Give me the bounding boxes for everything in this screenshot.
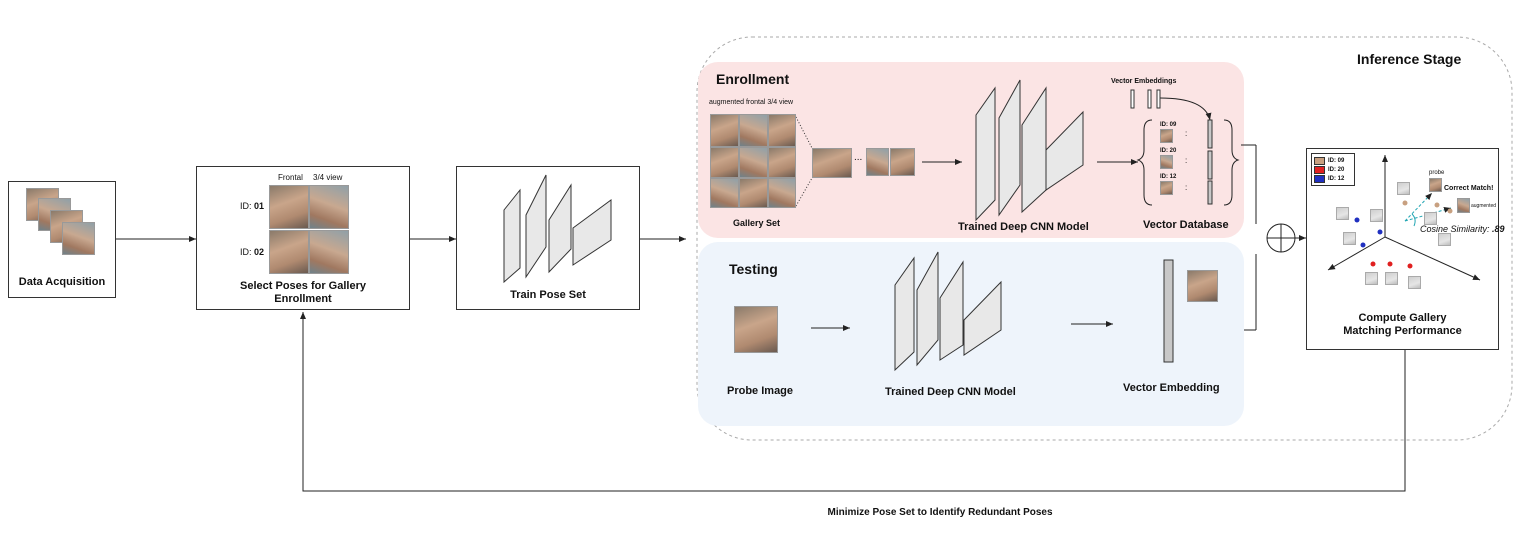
point-id20 bbox=[1387, 261, 1393, 267]
embedding-face bbox=[1187, 270, 1218, 302]
augmented-label: augmented bbox=[1471, 203, 1497, 209]
face-thumbnail bbox=[62, 222, 95, 255]
gallery-face bbox=[768, 147, 796, 178]
legend-swatch bbox=[1314, 174, 1325, 183]
id-label-02: ID: 02 bbox=[240, 247, 265, 257]
embedding-point-image bbox=[1365, 272, 1378, 285]
point-id09 bbox=[1402, 200, 1408, 206]
correct-match-label: Correct Match! bbox=[1444, 185, 1494, 192]
gallery-face bbox=[710, 178, 739, 208]
db-face-20 bbox=[1160, 155, 1173, 169]
face-id02-frontal bbox=[269, 230, 309, 274]
testing-model-label: Trained Deep CNN Model bbox=[885, 386, 1016, 398]
feedback-label: Minimize Pose Set to Identify Redundant … bbox=[827, 507, 1053, 518]
gallery-header: augmented frontal 3/4 view bbox=[709, 99, 794, 106]
point-id20 bbox=[1370, 261, 1376, 267]
point-id20 bbox=[1407, 263, 1413, 269]
gallery-face bbox=[739, 178, 768, 208]
embedding-point-image bbox=[1397, 182, 1410, 195]
embedding-point-image bbox=[1438, 233, 1451, 246]
gallery-face bbox=[768, 178, 796, 208]
db-id-09: ID: 09 bbox=[1160, 122, 1177, 128]
embedding-point-image bbox=[1385, 272, 1398, 285]
train-pose-set-label: Train Pose Set bbox=[510, 289, 586, 301]
vector-embeddings-label: Vector Embeddings bbox=[1111, 78, 1177, 85]
point-id12 bbox=[1377, 229, 1383, 235]
probe-thumbnail bbox=[1429, 178, 1442, 192]
enrollment-title: Enrollment bbox=[716, 71, 790, 87]
gallery-augmented-selected bbox=[866, 148, 889, 176]
legend-swatch bbox=[1314, 156, 1325, 165]
vector-database-label: Vector Database bbox=[1143, 219, 1229, 231]
point-id12 bbox=[1360, 242, 1366, 248]
augmented-thumbnail bbox=[1457, 198, 1470, 213]
results-legend: ID: 09 ID: 20 ID: 12 bbox=[1311, 153, 1355, 186]
face-id02-three-quarter bbox=[309, 230, 349, 274]
gallery-face bbox=[768, 114, 796, 147]
point-id09 bbox=[1434, 202, 1440, 208]
gallery-frontal-selected bbox=[812, 148, 852, 178]
point-id09 bbox=[1447, 208, 1453, 214]
data-acquisition-label: Data Acquisition bbox=[18, 276, 106, 288]
gallery-face bbox=[710, 147, 739, 178]
embedding-point-image bbox=[1336, 207, 1349, 220]
inference-stage-outline bbox=[696, 36, 1513, 441]
probe-label: probe bbox=[1429, 170, 1445, 176]
point-id12 bbox=[1354, 217, 1360, 223]
gallery-set-label: Gallery Set bbox=[733, 218, 781, 228]
db-face-09 bbox=[1160, 129, 1173, 143]
probe-face bbox=[734, 306, 778, 353]
embedding-point-image bbox=[1424, 212, 1437, 225]
gallery-three-quarter-selected bbox=[890, 148, 915, 176]
legend-swatch bbox=[1314, 165, 1325, 174]
db-colon: : bbox=[1185, 156, 1188, 165]
three-quarter-header: 3/4 view bbox=[313, 173, 343, 182]
frontal-header: Frontal bbox=[278, 173, 303, 182]
face-id01-frontal bbox=[269, 185, 309, 229]
embedding-point-image bbox=[1370, 209, 1383, 222]
testing-title: Testing bbox=[729, 261, 778, 277]
inference-stage-title: Inference Stage bbox=[1357, 51, 1462, 67]
probe-image-label: Probe Image bbox=[727, 385, 794, 397]
vector-embedding-label: Vector Embedding bbox=[1123, 382, 1220, 394]
db-id-20: ID: 20 bbox=[1160, 148, 1177, 154]
gallery-face bbox=[739, 147, 768, 178]
vector-embedding-bar bbox=[1163, 259, 1174, 363]
enrollment-model-label: Trained Deep CNN Model bbox=[958, 221, 1089, 233]
db-colon: : bbox=[1185, 183, 1188, 192]
embedding-point-image bbox=[1408, 276, 1421, 289]
face-id01-three-quarter bbox=[309, 185, 349, 229]
db-colon: : bbox=[1185, 129, 1188, 138]
id-label-01: ID: 01 bbox=[240, 201, 265, 211]
embedding-point-image bbox=[1343, 232, 1356, 245]
results-box bbox=[1306, 148, 1499, 350]
db-face-12 bbox=[1160, 181, 1173, 195]
cosine-similarity: Cosine Similarity: .89 bbox=[1420, 224, 1505, 234]
enrollment-panel bbox=[698, 62, 1244, 238]
gallery-face bbox=[710, 114, 739, 147]
db-id-12: ID: 12 bbox=[1160, 174, 1177, 180]
gallery-face bbox=[739, 114, 768, 147]
gallery-ellipsis: ... bbox=[854, 152, 863, 163]
